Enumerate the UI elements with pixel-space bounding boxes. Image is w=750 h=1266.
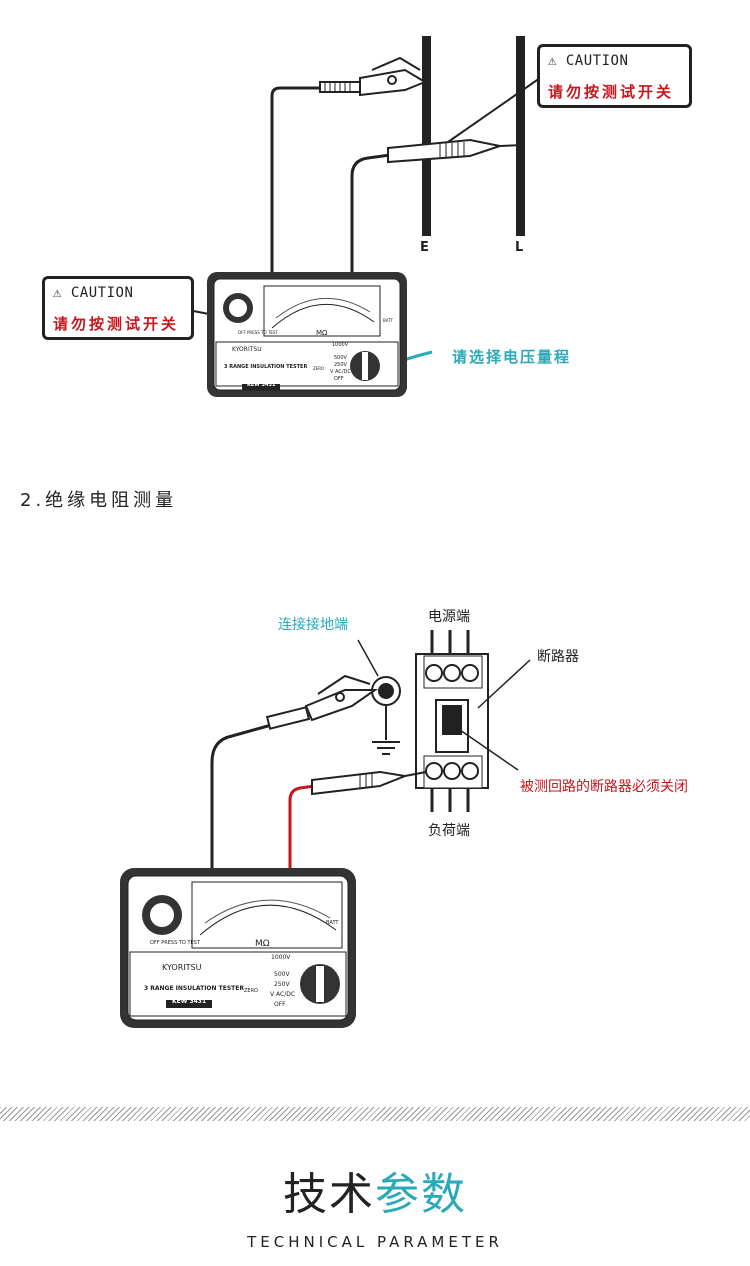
tester-2-position-2: 500V: [274, 971, 290, 978]
tester-1-position-3: 250V: [334, 362, 347, 368]
footer-title-cyan: 参数: [375, 1169, 467, 1220]
tester-1-model: KEW 3431: [247, 382, 276, 388]
tester-2-press: OFF PRESS TO TEST: [150, 940, 200, 946]
tester-1-brand: KYORITSU: [232, 346, 262, 353]
tester-1-position-1: 1000V: [332, 342, 349, 348]
footer-title: 技术参数: [0, 1158, 750, 1222]
busbar-l: [516, 36, 525, 236]
select-range-label: 请选择电压量程: [452, 348, 572, 366]
tester-2-position-5: OFF: [274, 1001, 286, 1008]
test-probe-2: [311, 770, 427, 796]
tester-2-position-4: V AC/DC: [270, 991, 296, 998]
tester-1-position-2: 500V: [334, 355, 347, 361]
circuit-breaker: [415, 630, 489, 812]
section-heading: 2.绝缘电阻测量: [20, 490, 178, 511]
red-lead-wire: [288, 784, 316, 870]
tester-2-brand: KYORITSU: [162, 963, 202, 972]
tester-2-position-1: 1000V: [271, 954, 291, 961]
tester-1-batt: BATT: [383, 318, 393, 323]
warning-icon: ⚠: [548, 53, 557, 69]
label-l: L: [515, 240, 524, 255]
tester-1-position-5: OFF: [334, 376, 344, 382]
tester-1-zero: ZERO: [313, 366, 325, 371]
tester-1-position-4: V AC/DC: [330, 369, 351, 375]
diagram-2-graphics: [120, 630, 531, 1028]
tester-1-range: 3 RANGE INSULATION TESTER: [224, 364, 308, 370]
tester-2-position-3: 250V: [274, 981, 290, 988]
diagram-1-graphics: [187, 36, 541, 397]
tester-1-unit: MΩ: [316, 329, 328, 337]
power-label: 电源端: [428, 609, 470, 625]
footer-subtitle: TECHNICAL PARAMETER: [247, 1233, 503, 1251]
caution-text-right: 请勿按测试开关: [548, 83, 675, 101]
footer-title-black: 技术: [283, 1169, 375, 1220]
earth-lead-wire: [270, 86, 330, 272]
hatch-divider: [0, 1107, 750, 1121]
caution-head-left: CAUTION: [70, 285, 134, 301]
tester-2-range: 3 RANGE INSULATION TESTER: [144, 985, 244, 992]
test-probe-1: [387, 138, 526, 164]
alligator-clip-1: [319, 56, 428, 97]
caution-text-left: 请勿按测试开关: [53, 315, 180, 333]
caution-box-right: ⚠ CAUTION 请勿按测试开关: [537, 44, 692, 108]
line-lead-wire: [350, 153, 391, 272]
tester-2: [120, 868, 356, 1028]
tester-2-batt: BATT: [326, 920, 339, 926]
caution-box-left: ⚠ CAUTION 请勿按测试开关: [42, 276, 194, 340]
tester-2-zero: ZERO: [244, 988, 258, 994]
alligator-clip-2: [265, 674, 379, 730]
tester-2-model: KEW 3431: [172, 998, 207, 1005]
warning-icon: ⚠: [53, 285, 62, 301]
ground-label: 连接接地端: [278, 617, 348, 633]
breaker-note: 被测回路的断路器必须关闭: [520, 779, 688, 795]
tester-1-press: OFF PRESS TO TEST: [238, 330, 278, 335]
busbar-e: [422, 36, 431, 236]
tester-1: [207, 272, 407, 397]
tester-2-unit: MΩ: [255, 939, 270, 949]
breaker-label: 断路器: [537, 649, 579, 665]
load-label: 负荷端: [428, 823, 470, 839]
caution-head-right: CAUTION: [565, 53, 629, 69]
label-e: E: [420, 240, 429, 255]
